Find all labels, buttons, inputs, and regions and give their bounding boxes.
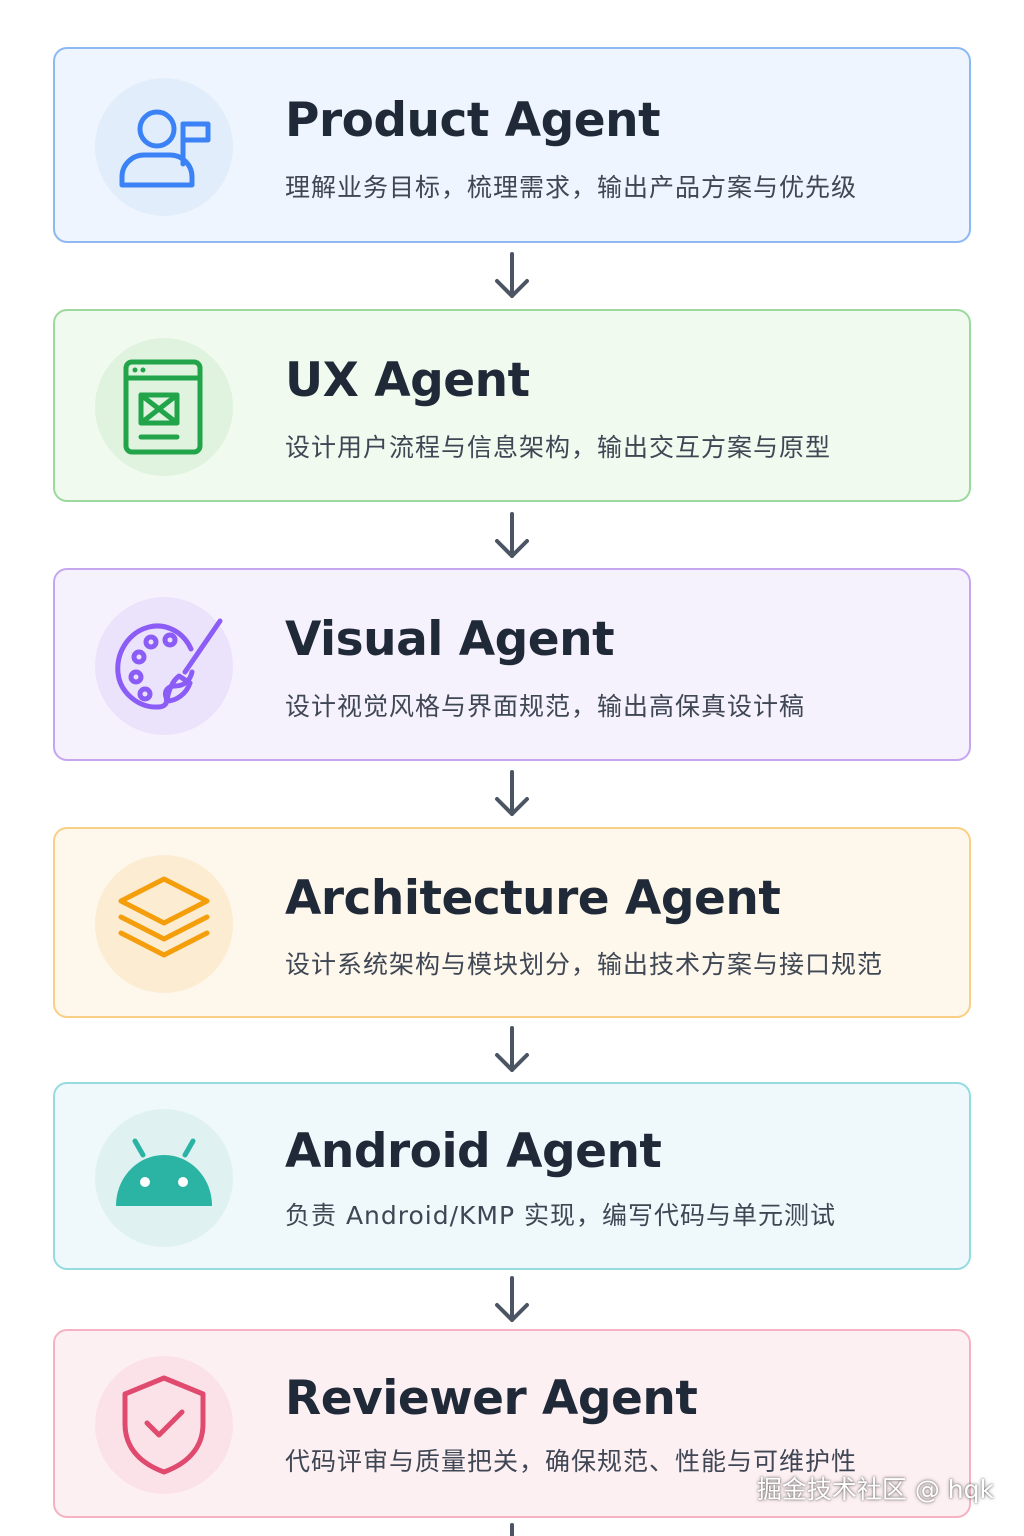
card-architecture-agent: Architecture Agent 设计系统架构与模块划分，输出技术方案与接口… <box>53 827 971 1018</box>
arrow-down-icon <box>495 512 529 558</box>
icon-badge <box>95 1109 233 1247</box>
arrow-down-icon <box>510 1523 514 1536</box>
icon-badge <box>95 597 233 735</box>
android-icon <box>116 1138 212 1206</box>
icon-badge <box>95 78 233 216</box>
card-android-agent: Android Agent 负责 Android/KMP 实现，编写代码与单元测… <box>53 1082 971 1270</box>
arrow-down-icon <box>495 1026 529 1072</box>
layers-icon <box>118 876 210 958</box>
card-visual-agent: Visual Agent 设计视觉风格与界面规范，输出高保真设计稿 <box>53 568 971 761</box>
card-description: 理解业务目标，梳理需求，输出产品方案与优先级 <box>285 173 858 202</box>
shield-check-icon <box>122 1375 206 1475</box>
card-title: Architecture Agent <box>285 871 781 926</box>
icon-badge <box>95 855 233 993</box>
arrow-down-icon <box>495 252 529 298</box>
card-description: 负责 Android/KMP 实现，编写代码与单元测试 <box>285 1201 837 1230</box>
card-title: Reviewer Agent <box>285 1371 698 1426</box>
user-flag-icon <box>119 109 211 188</box>
icon-badge <box>95 338 233 476</box>
card-product-agent: Product Agent 理解业务目标，梳理需求，输出产品方案与优先级 <box>53 47 971 243</box>
card-description: 设计视觉风格与界面规范，输出高保真设计稿 <box>285 692 806 721</box>
card-title: Product Agent <box>285 93 661 148</box>
card-title: Visual Agent <box>285 612 615 667</box>
card-title: Android Agent <box>285 1124 662 1179</box>
palette-brush-icon <box>115 618 223 710</box>
watermark: 掘金技术社区 @ hqk <box>756 1475 994 1504</box>
card-reviewer-agent: Reviewer Agent 代码评审与质量把关，确保规范、性能与可维护性 <box>53 1329 971 1518</box>
card-description: 设计用户流程与信息架构，输出交互方案与原型 <box>285 433 832 462</box>
icon-badge <box>95 1356 233 1494</box>
arrow-down-icon <box>495 770 529 816</box>
card-title: UX Agent <box>285 353 530 408</box>
card-description: 设计系统架构与模块划分，输出技术方案与接口规范 <box>285 950 884 979</box>
arrow-down-icon <box>495 1276 529 1322</box>
card-ux-agent: UX Agent 设计用户流程与信息架构，输出交互方案与原型 <box>53 309 971 502</box>
card-description: 代码评审与质量把关，确保规范、性能与可维护性 <box>285 1447 858 1476</box>
wireframe-icon <box>123 359 203 455</box>
